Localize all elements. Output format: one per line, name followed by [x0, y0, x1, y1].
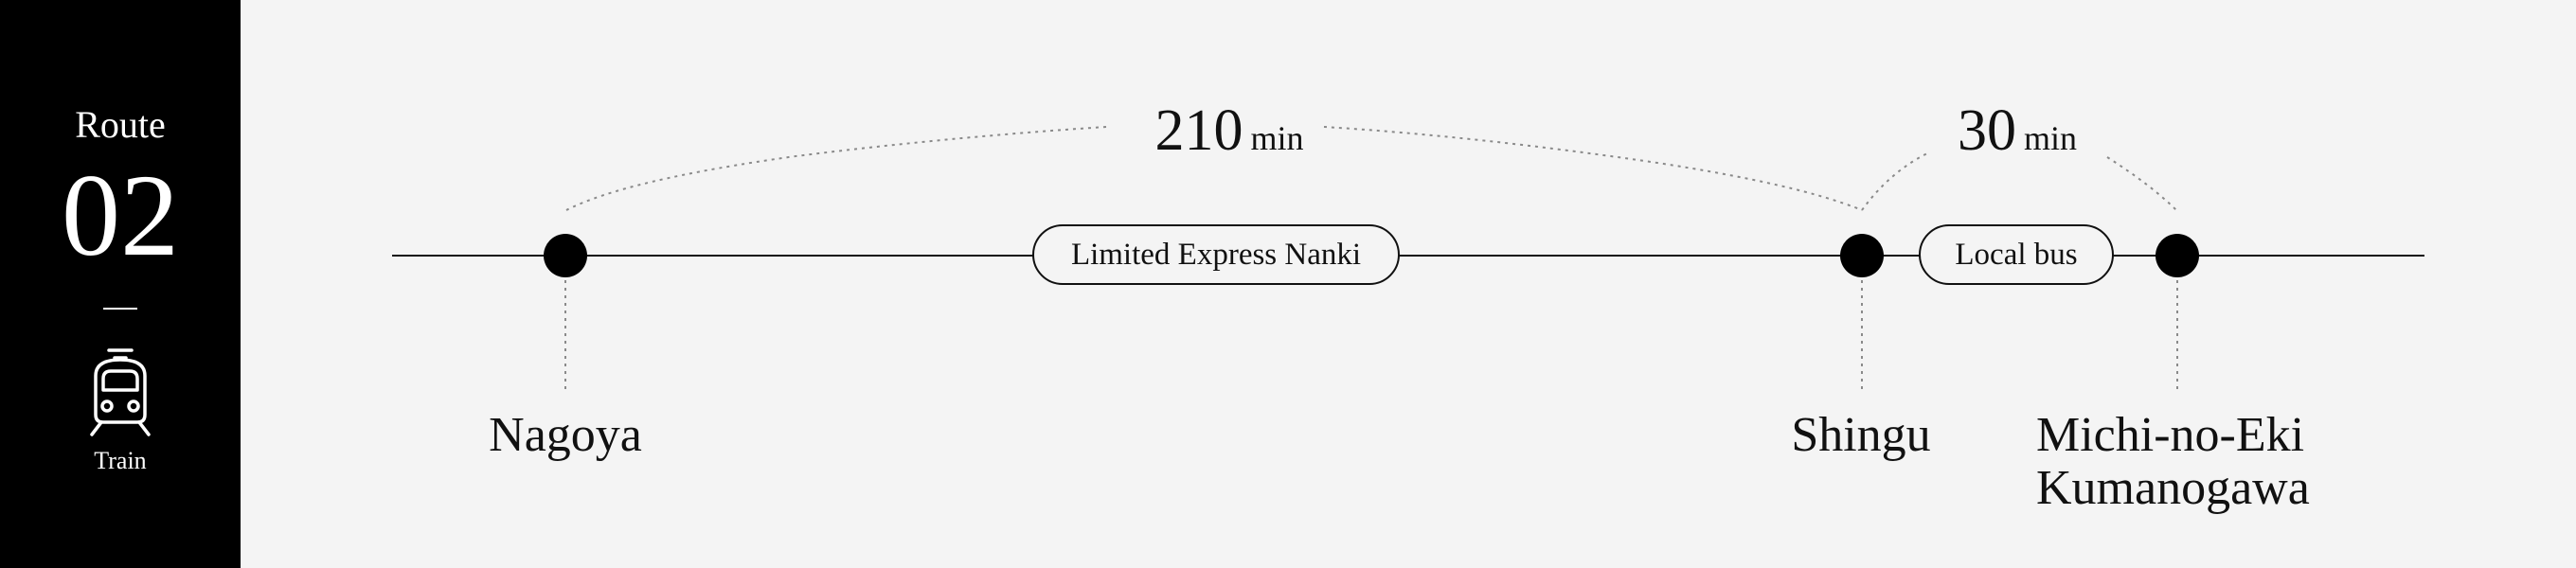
station-name: Shingu: [1791, 408, 1931, 462]
station-name-line-1: Michi-no-Eki: [2036, 408, 2305, 462]
duration-arc-1: [565, 126, 1107, 211]
station-label-shingu: Shingu: [1672, 409, 2050, 462]
station-dot-kumanogawa: [2156, 234, 2199, 277]
duration-value: 30: [1957, 98, 2016, 163]
duration-arc-1-right: [1323, 126, 1863, 211]
duration-arc-2: [1861, 152, 1928, 211]
segment-mode-label-1: Limited Express Nanki: [1032, 224, 1400, 285]
station-label-nagoya: Nagoya: [376, 409, 755, 462]
station-dot-shingu: [1840, 234, 1884, 277]
duration-value: 210: [1154, 98, 1243, 163]
station-dot-nagoya: [544, 234, 587, 277]
route-label: Route: [75, 103, 166, 146]
train-icon: [82, 345, 158, 439]
route-number: 02: [62, 151, 179, 280]
station-name-line-2: Kumanogawa: [2036, 461, 2310, 515]
duration-unit: min: [1250, 119, 1304, 157]
station-name: Nagoya: [489, 408, 642, 462]
duration-arc-2-right: [2106, 156, 2177, 211]
mode-label: Train: [94, 447, 147, 474]
station-label-kumanogawa: Michi-no-Eki Kumanogawa: [2036, 409, 2415, 515]
sidebar-divider: [103, 308, 137, 310]
route-sidebar: Route 02 Train: [0, 0, 241, 568]
segment-mode-label-2: Local bus: [1919, 224, 2114, 285]
duration-unit: min: [2023, 119, 2077, 157]
